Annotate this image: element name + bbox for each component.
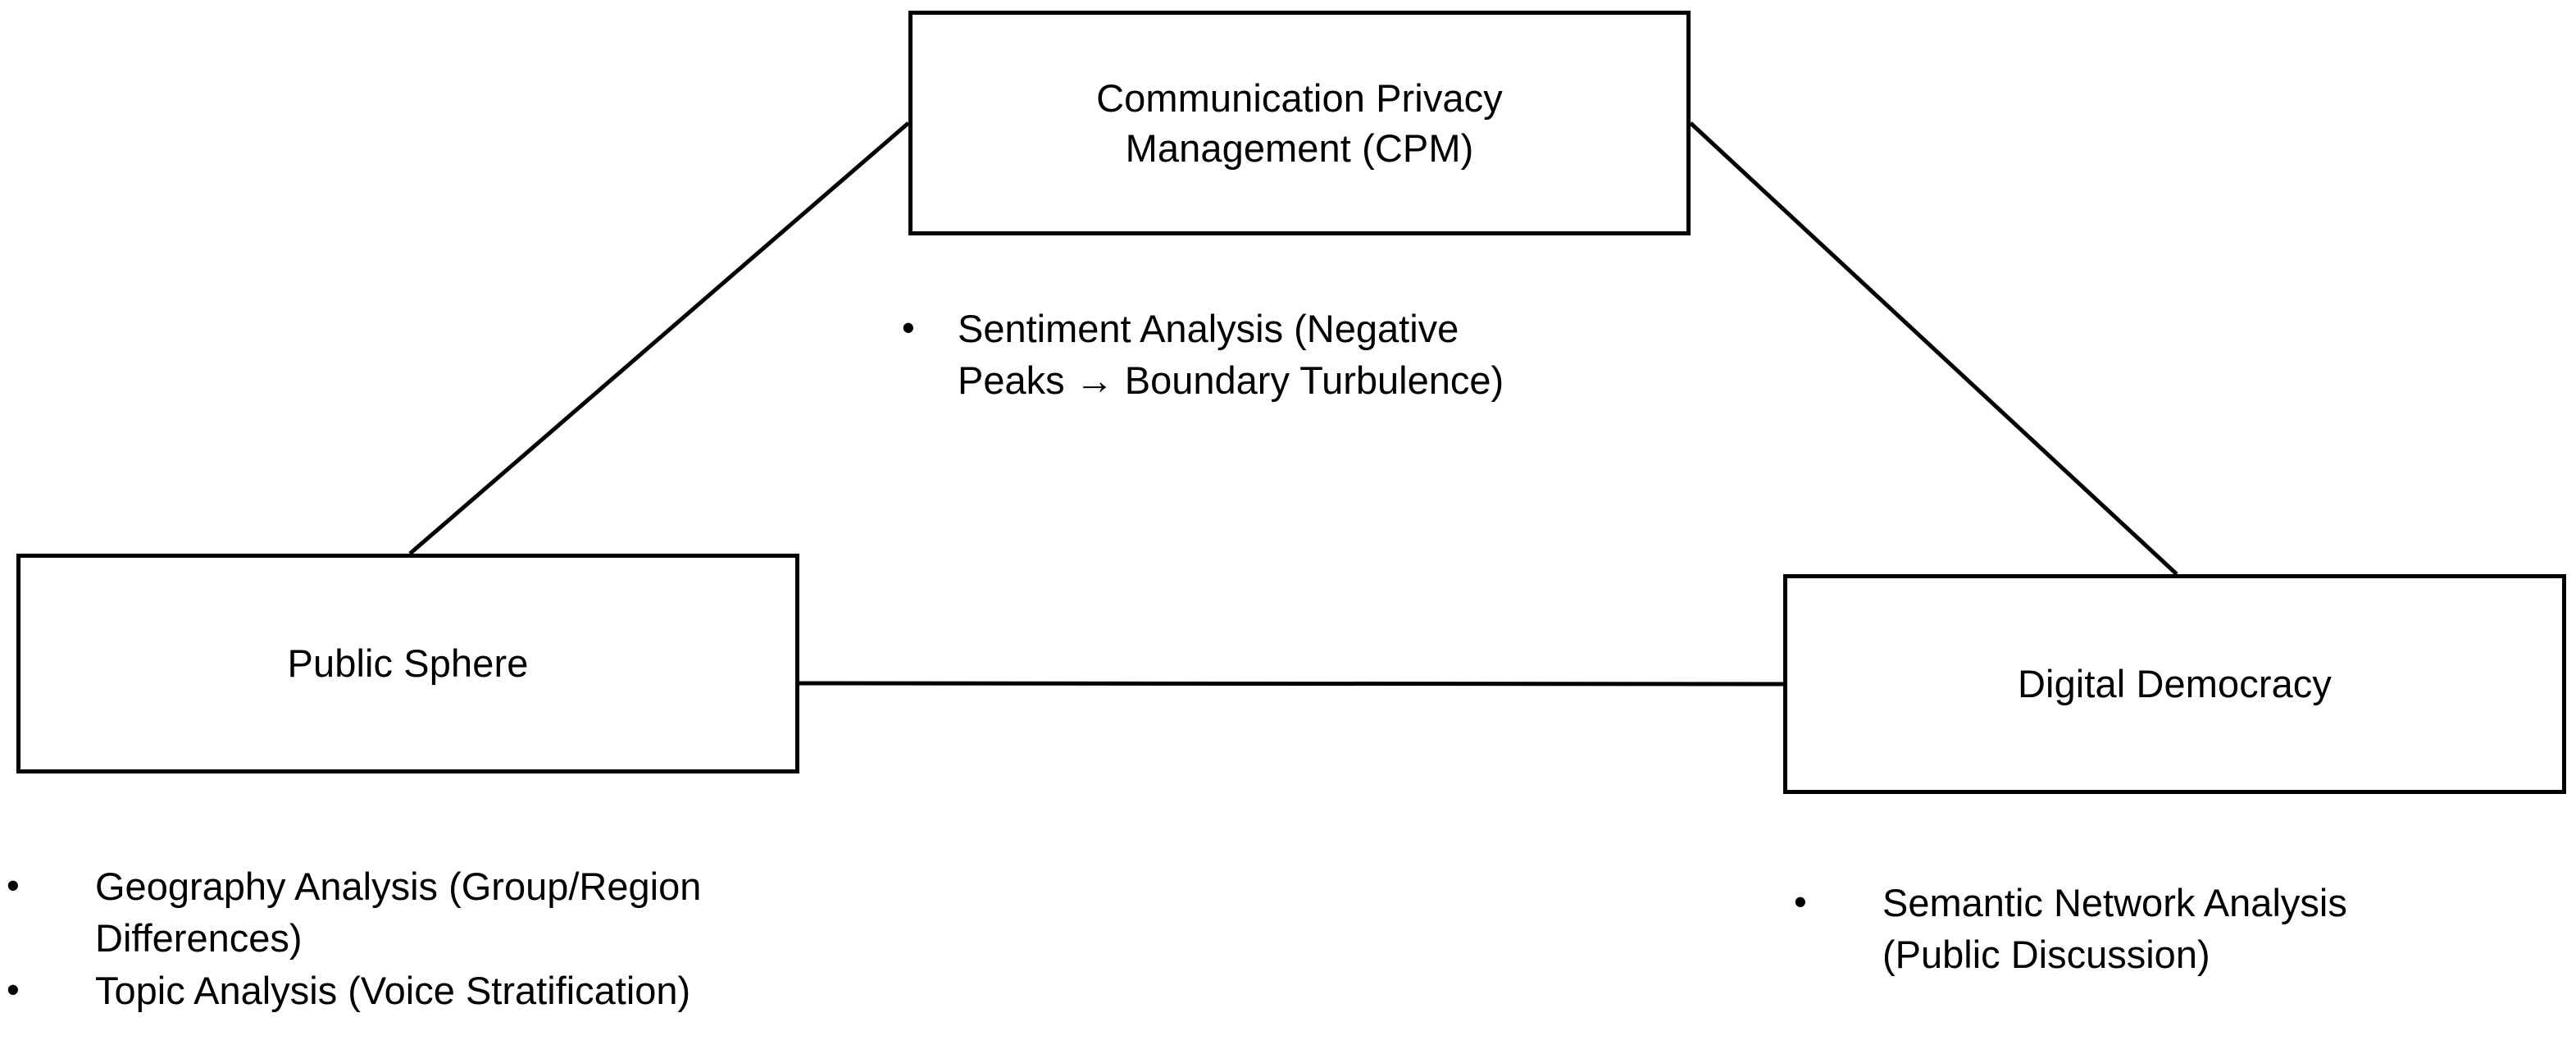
- node-box-cpm: Communication Privacy Management (CPM): [908, 11, 1691, 235]
- annotation-list-cpm: • Sentiment Analysis (Negative Peaks → B…: [902, 303, 1689, 408]
- list-item: • Topic Analysis (Voice Stratification): [7, 965, 892, 1017]
- bullet-point-icon: •: [902, 307, 915, 349]
- bullet-point-icon: •: [1794, 881, 1807, 923]
- edge-cpm-to-public-sphere: [408, 121, 910, 555]
- annotation-text: Geography Analysis (Group/Region Differe…: [95, 865, 702, 960]
- node-label-cpm: Communication Privacy Management (CPM): [1096, 75, 1503, 170]
- node-label-public-sphere: Public Sphere: [287, 641, 529, 686]
- annotation-text: Semantic Network Analysis (Public Discus…: [1882, 881, 2347, 976]
- annotation-text: Sentiment Analysis (Negative Peaks → Bou…: [958, 307, 1504, 402]
- node-box-digital-democracy: Digital Democracy: [1783, 574, 2566, 794]
- edge-public-sphere-to-digital-democracy: [799, 681, 1786, 687]
- annotation-list-digital-democracy: • Semantic Network Analysis (Public Disc…: [1794, 878, 2565, 982]
- node-box-public-sphere: Public Sphere: [16, 554, 799, 773]
- annotation-text: Topic Analysis (Voice Stratification): [95, 969, 691, 1012]
- bullet-point-icon: •: [7, 969, 20, 1011]
- node-label-digital-democracy: Digital Democracy: [2017, 662, 2333, 706]
- bullet-point-icon: •: [7, 865, 20, 906]
- edge-cpm-to-digital-democracy: [1689, 121, 2178, 576]
- list-item: • Semantic Network Analysis (Public Disc…: [1794, 878, 2565, 980]
- list-item: • Sentiment Analysis (Negative Peaks → B…: [902, 303, 1689, 406]
- annotation-list-public-sphere: • Geography Analysis (Group/Region Diffe…: [7, 861, 892, 1019]
- list-item: • Geography Analysis (Group/Region Diffe…: [7, 861, 892, 964]
